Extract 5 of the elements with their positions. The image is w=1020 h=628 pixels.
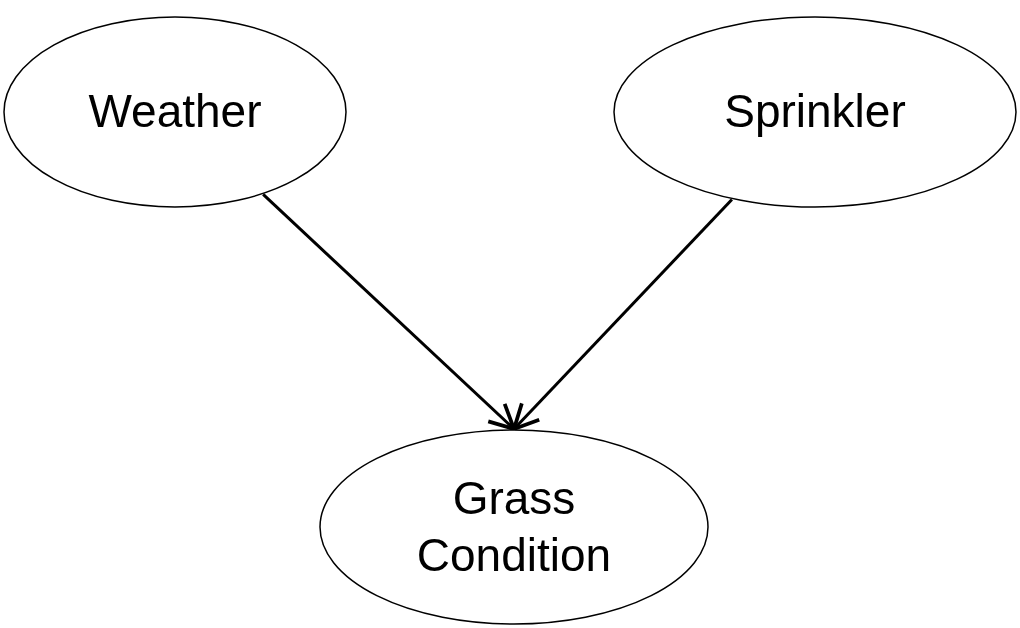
node-label: Sprinkler	[724, 84, 906, 140]
arrow	[262, 193, 516, 431]
node-label: Grass Condition	[415, 470, 613, 583]
node-label: Weather	[88, 84, 262, 140]
arrow	[512, 198, 733, 431]
